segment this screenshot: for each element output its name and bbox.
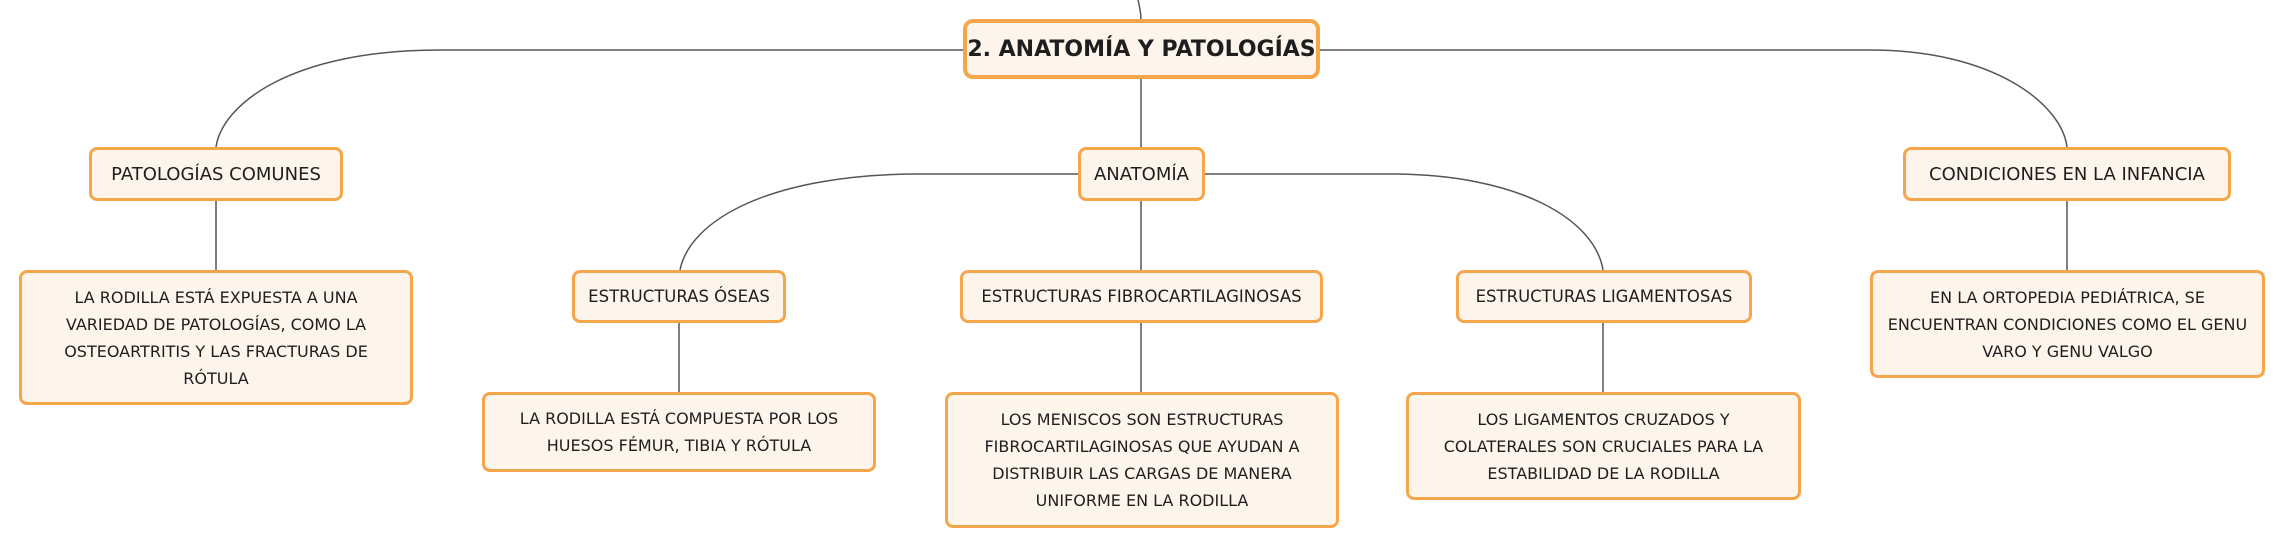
connector-anatomia-to-ligamentosas [1203,173,1604,271]
detail-patologias-comunes[interactable]: LA RODILLA ESTÁ EXPUESTA A UNA VARIEDAD … [19,270,413,405]
detail-estructuras-fibrocartilaginosas[interactable]: LOS MENISCOS SON ESTRUCTURAS FIBROCARTIL… [945,392,1339,528]
connector-root-to-infancia [1318,49,2068,148]
subtopic-estructuras-fibrocartilaginosas[interactable]: ESTRUCTURAS FIBROCARTILAGINOSAS [960,270,1323,323]
detail-estructuras-oseas[interactable]: LA RODILLA ESTÁ COMPUESTA POR LOS HUESOS… [482,392,876,472]
connector-root-to-parent [1137,0,1142,21]
topic-condiciones-infancia[interactable]: CONDICIONES EN LA INFANCIA [1903,147,2231,201]
detail-condiciones-infancia[interactable]: EN LA ORTOPEDIA PEDIÁTRICA, SE ENCUENTRA… [1870,270,2265,378]
central-topic[interactable]: 2. ANATOMÍA Y PATOLOGÍAS [963,19,1320,79]
topic-patologias-comunes[interactable]: PATOLOGÍAS COMUNES [89,147,343,201]
subtopic-estructuras-ligamentosas[interactable]: ESTRUCTURAS LIGAMENTOSAS [1456,270,1752,323]
subtopic-estructuras-oseas[interactable]: ESTRUCTURAS ÓSEAS [572,270,786,323]
topic-anatomia[interactable]: ANATOMÍA [1078,147,1205,201]
detail-estructuras-ligamentosas[interactable]: LOS LIGAMENTOS CRUZADOS Y COLATERALES SO… [1406,392,1801,500]
connector-root-to-patologias [215,49,965,148]
connector-anatomia-to-oseas [679,173,1080,271]
